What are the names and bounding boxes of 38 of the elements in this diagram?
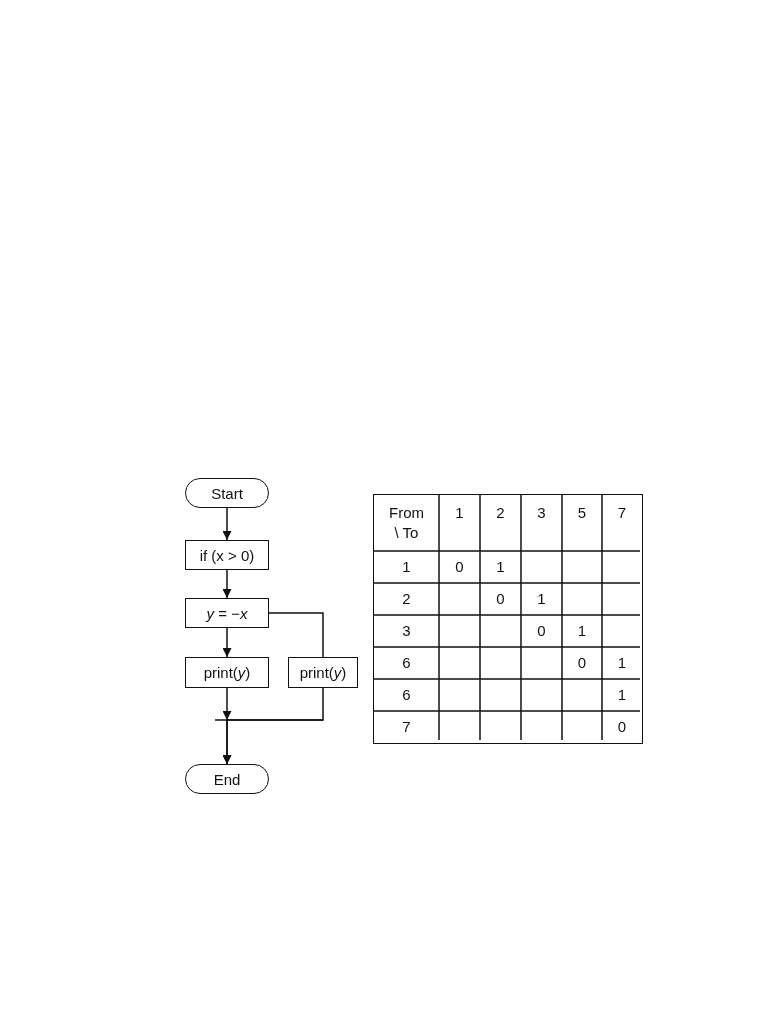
terminal-box	[185, 478, 269, 508]
column-header: 3	[537, 503, 546, 523]
node-label: print(y)	[299, 664, 347, 681]
row-header: 6	[402, 653, 411, 673]
arrow	[222, 507, 232, 541]
table-value: 0	[617, 717, 627, 737]
table-value: 0	[537, 621, 546, 641]
column-header: 5	[577, 503, 587, 523]
process-box	[185, 657, 269, 688]
process-box	[185, 598, 269, 628]
row-header: 6	[402, 685, 411, 705]
node-label: if (x > 0)	[199, 546, 255, 564]
arrow	[222, 627, 232, 658]
arrow	[222, 569, 232, 599]
column-header: 1	[455, 503, 464, 523]
table-value: 0	[577, 653, 587, 673]
table-value: 1	[496, 557, 505, 577]
node-label: Start	[211, 484, 243, 502]
process-box	[185, 540, 269, 570]
node-label: y = −x	[206, 604, 248, 622]
row-header: 1	[402, 557, 411, 577]
table-value: 1	[617, 653, 627, 673]
column-header: 2	[496, 503, 505, 523]
row-header: 3	[402, 621, 411, 641]
row-header: 7	[402, 717, 411, 737]
node-label: print(y)	[203, 664, 251, 681]
column-header: 7	[617, 503, 627, 523]
table-value: 0	[455, 557, 464, 577]
column-header: From \ To	[388, 503, 425, 543]
process-box	[288, 657, 358, 688]
table-value: 1	[617, 685, 627, 705]
table-value: 1	[577, 621, 587, 641]
row-header: 2	[402, 589, 411, 609]
table-value: 0	[496, 589, 505, 609]
table-value: 1	[537, 589, 546, 609]
node-label: End	[213, 770, 241, 788]
arrow	[222, 687, 324, 765]
terminal-box	[185, 764, 269, 794]
